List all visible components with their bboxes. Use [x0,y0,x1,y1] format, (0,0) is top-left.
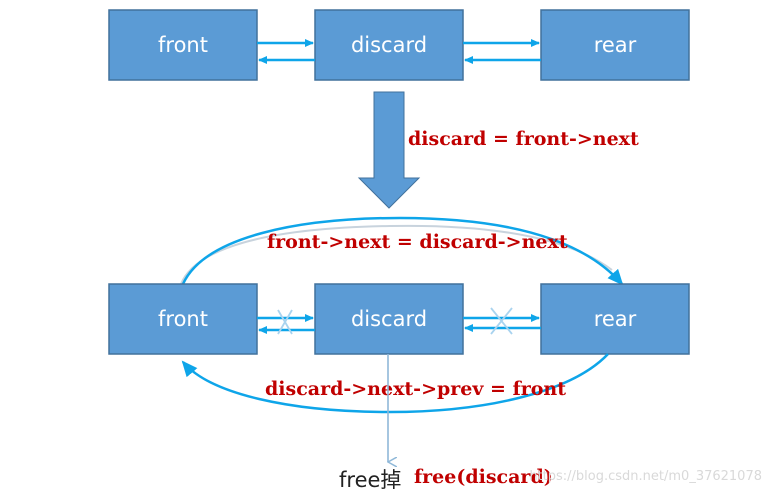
bottom-row: front->next = discard->next front discar… [108,216,690,462]
bottom-discard-label: discard [351,307,427,331]
discard-rear-cross-mark [490,307,513,335]
rear-prev-to-front-arc [181,353,609,414]
bottom-front-node: front [108,283,258,355]
top-row: front discard rear [108,9,690,81]
bottom-rear-label: rear [594,307,637,331]
free-prefix-label: free掉 [339,468,401,492]
transition-down-arrow [357,91,421,209]
front-discard-cross-mark [277,309,293,335]
bottom-front-label: front [158,307,208,331]
top-discard-node: discard [314,9,464,81]
top-discard-label: discard [351,33,427,57]
front-next-to-rear-arc [181,216,624,286]
top-rear-label: rear [594,33,637,57]
step2-code-label: front->next = discard->next [267,231,568,253]
bottom-rear-node: rear [540,283,690,355]
top-front-node: front [108,9,258,81]
step3-code-label: discard->next->prev = front [265,378,566,400]
step1-code-label: discard = front->next [408,128,639,150]
watermark: https://blog.csdn.net/m0_37621078 [529,469,762,484]
bottom-discard-node: discard [314,283,464,355]
top-front-label: front [158,33,208,57]
top-rear-node: rear [540,9,690,81]
step4-code-label: free(discard) [414,466,553,488]
